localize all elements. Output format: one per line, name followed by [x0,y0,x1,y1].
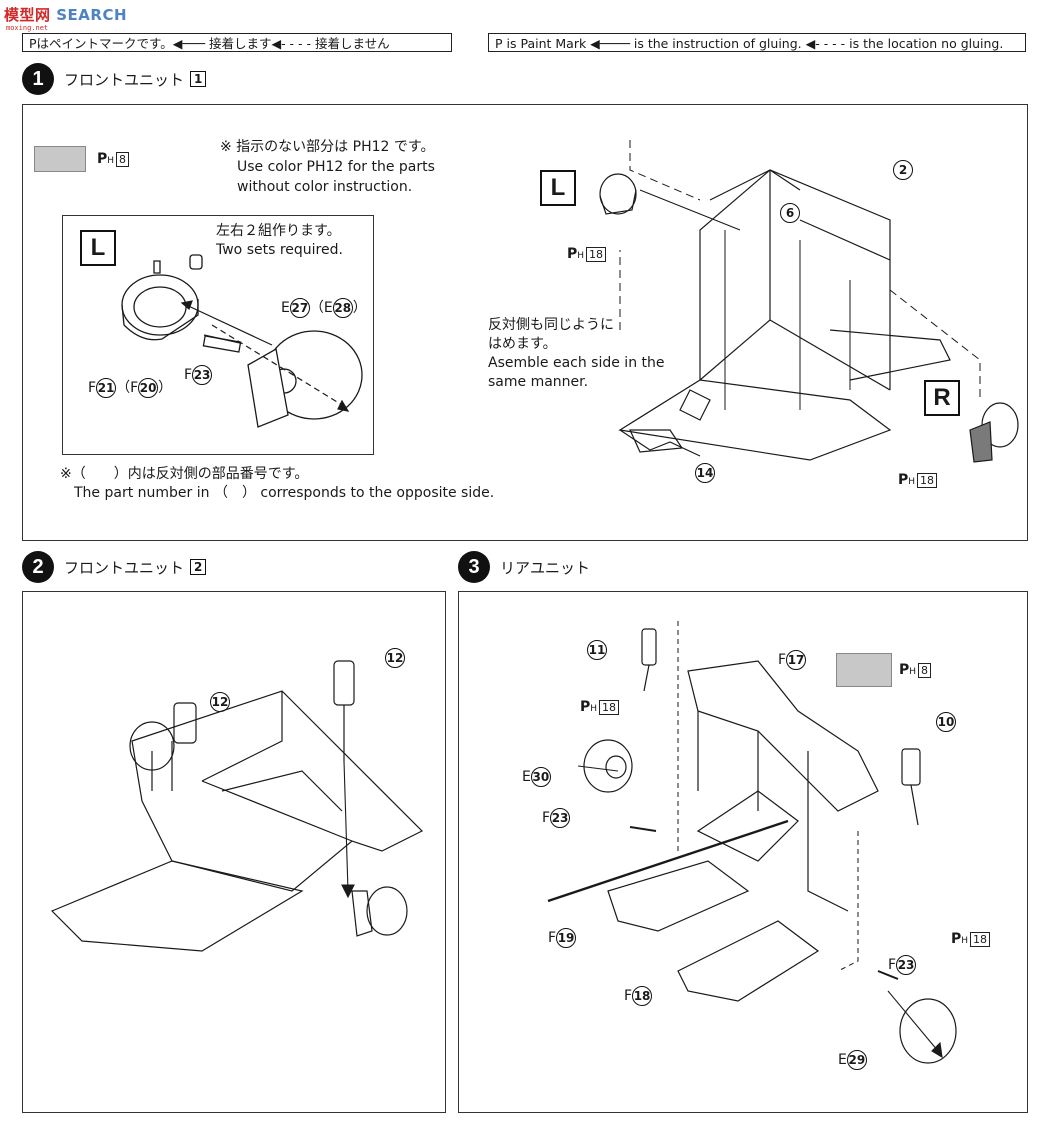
watermark-logo: 模型网 SEARCH [4,4,127,25]
step1-main-side-label-right: R [924,380,960,416]
shock-absorber-12a [334,661,354,705]
step1-note-jp2: はめます。 [488,336,557,352]
step1-color-note-en1: Use color PH12 for the parts [237,159,435,175]
step1-inset-note-jp: 左右２組作ります。 [216,223,341,239]
hub-knuckle [190,255,202,269]
floor-panel [830,330,950,380]
legend-japanese: Pはペイントマークです。◀─── 接着します◀- - - - 接着しません [22,33,452,52]
label-step2-part-12a: 12 [385,648,405,668]
axle-pin-f23 [203,336,240,352]
front-frame-body [700,170,890,390]
rear-floor-panel-f18 [678,921,818,1001]
step1-color-note-en2: without color instruction. [237,179,413,195]
step2-title: フロントユニット [64,558,185,577]
rear-floor-panel-left [608,861,748,931]
hub-pin [154,261,160,273]
label-step3-part-11: 11 [587,640,607,660]
label-part-2: 2 [893,160,913,180]
drive-shaft-f19 [548,821,788,901]
legend-english: P is Paint Mark ◀──── is the instruction… [488,33,1026,52]
step2-guide-arrow [344,761,348,891]
brake-disc-e29 [900,999,956,1063]
step3-header: 3 リアユニット [458,551,590,583]
step1-inset-box [62,215,374,455]
brake-caliper [248,349,288,427]
rear-frame-upper [688,661,878,811]
label-part-14: 14 [695,463,715,483]
step1-note-jp1: 反対側も同じように [488,317,614,333]
shock-absorber-12b [174,703,196,743]
step1-inset-side-label: L [80,230,116,266]
step1-footnote-jp: ※（ ）内は反対側の部品番号です。 [60,466,309,482]
step1-note-en2: same manner. [488,374,589,390]
step1-box-number: 1 [190,71,207,87]
step2-right-hub [367,887,407,935]
step1-main-drawing [470,130,1026,540]
step1-color-note-jp: ※ 指示のない部分は PH12 です。 [220,139,435,155]
step1-main-side-label-left: L [540,170,576,206]
rear-shock-10 [902,749,920,785]
step1-inset-drawing [62,215,374,455]
step2-frame [132,691,422,891]
rear-shock-11 [642,629,656,665]
step1-color-swatch [34,146,86,172]
axle-pin-f23a [630,827,656,831]
step2-header: 2 フロントユニット 2 [22,551,207,583]
step1-number: 1 [22,63,54,95]
right-caliper [970,422,992,462]
step1-guide-top [630,140,700,200]
step1-panel [22,104,1028,541]
axle-pin-f23b [878,971,898,979]
label-part-6: 6 [780,203,800,223]
step1-inset-note-en: Two sets required. [216,242,343,258]
step1-title: フロントユニット [64,70,185,89]
step3-drawing [458,591,1028,1113]
watermark-search: SEARCH [50,6,128,24]
watermark-url: moxing.net [6,24,49,32]
step2-left-hub [130,722,174,770]
step1-note-en1: Asemble each side in the [488,355,665,371]
step2-box-number: 2 [190,559,207,575]
step3-number: 3 [458,551,490,583]
step2-number: 2 [22,551,54,583]
subframe-plate [620,380,890,460]
left-hub [600,174,636,214]
differential [698,791,798,861]
step3-color-swatch [836,653,892,687]
step2-drawing [22,591,446,1113]
inset-guide-dashed [212,325,342,405]
step3-panel [458,591,1028,1113]
brake-disc-e30 [584,740,632,792]
step3-title: リアユニット [500,558,591,577]
step2-panel [22,591,446,1113]
step1-header: 1 フロントユニット 1 [22,63,207,95]
label-step3-part-10: 10 [936,712,956,732]
inset-guide-arrow [182,303,272,345]
step1-footnote-en: The part number in （ ） corresponds to th… [74,485,495,501]
step2-floor-plate [52,861,302,951]
watermark-brand: 模型网 [4,6,51,24]
